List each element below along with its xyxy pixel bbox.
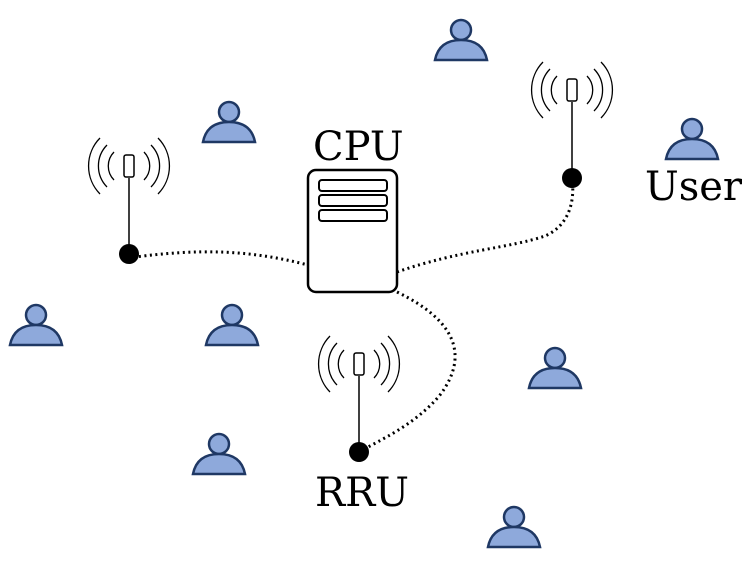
rru-label: RRU (315, 470, 409, 516)
antenna-icon-right (530, 61, 614, 189)
user-icon (664, 117, 720, 161)
user-icon (527, 346, 583, 390)
user-icon (433, 18, 489, 62)
link-cpu-left-rru (127, 250, 309, 267)
user-icon (204, 303, 260, 347)
user-icon (8, 303, 64, 347)
link-cpu-bottom-rru (358, 290, 457, 454)
cpu-label: CPU (313, 124, 404, 170)
antenna-icon-bottom (317, 335, 401, 463)
user-icon (201, 100, 257, 144)
link-cpu-right-rru (396, 177, 575, 274)
user-label: User (645, 164, 743, 210)
user-icon (191, 432, 247, 476)
cpu-server-icon (306, 168, 399, 294)
antenna-icon-left (87, 137, 171, 265)
user-icon (486, 505, 542, 549)
